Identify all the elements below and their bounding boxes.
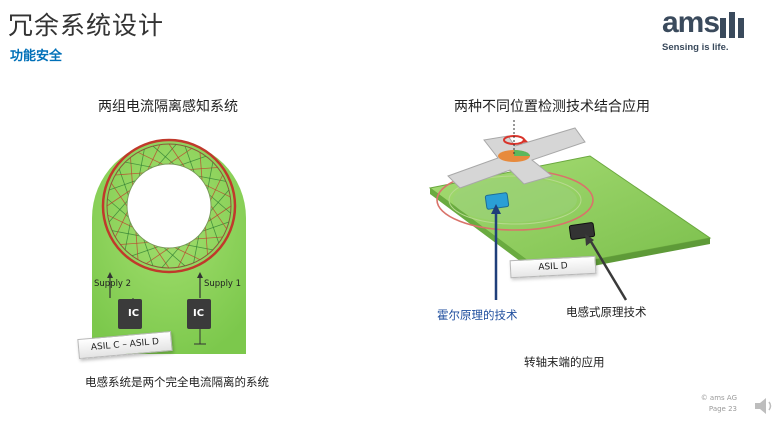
ic-left-label: IC — [128, 308, 140, 319]
supply-2-label: Supply 2 — [94, 279, 132, 289]
left-caption: 电感系统是两个完全电流隔离的系统 — [85, 375, 269, 389]
ams-logo: ams Sensing is life. — [662, 8, 762, 58]
logo-mark-icon — [720, 12, 744, 38]
inductive-pointer-arrow — [588, 239, 628, 301]
inductive-sensor-diagram — [92, 138, 246, 354]
logo-wordmark-s: s — [703, 6, 720, 39]
coil-windings — [101, 138, 237, 274]
logo-tagline: Sensing is life. — [662, 42, 729, 53]
logo-wordmark: ams — [662, 6, 720, 39]
supply-1-label: Supply 1 — [204, 279, 242, 289]
speaker-icon[interactable] — [752, 394, 776, 418]
shaft-end-diagram — [428, 120, 712, 301]
ic-chip-left — [118, 299, 142, 329]
ic-right-label: IC — [193, 308, 205, 319]
footer: © ams AG Page 23 — [701, 393, 737, 415]
right-caption: 转轴末端的应用 — [524, 355, 605, 369]
inductive-sensor-chip — [568, 222, 596, 240]
copyright: © ams AG — [700, 394, 737, 402]
inductive-principle-label: 电感式原理技术 — [566, 305, 647, 319]
slide-title: 冗余系统设计 — [8, 11, 165, 40]
slide-subtitle: 功能安全 — [10, 49, 63, 64]
page-number: Page 23 — [708, 405, 737, 413]
logo-wordmark-am: am — [662, 6, 704, 39]
ic-chip-right — [187, 299, 211, 329]
right-heading: 两种不同位置检测技术结合应用 — [454, 99, 650, 115]
left-heading: 两组电流隔离感知系统 — [98, 99, 238, 115]
hall-sensor-chip — [484, 192, 510, 210]
hall-principle-label: 霍尔原理的技术 — [437, 308, 518, 322]
